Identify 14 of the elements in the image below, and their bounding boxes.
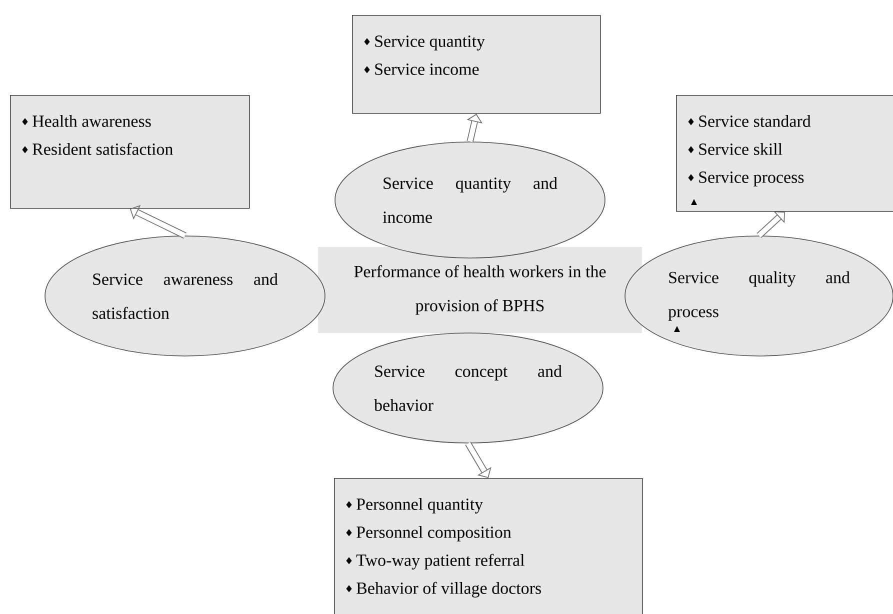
block-arrow bbox=[465, 442, 492, 478]
node-label: Service quality and process bbox=[668, 271, 850, 321]
ellipse-node: Service quality and process bbox=[624, 236, 893, 356]
node-label: Performance of health workers in the provision of BPHS bbox=[354, 265, 606, 315]
block-arrow bbox=[466, 114, 482, 142]
ellipse-node: Service quantity and income bbox=[334, 142, 606, 258]
list-box: Service standard Service skill Service process bbox=[676, 95, 893, 212]
list-box: Health awareness Resident satisfaction bbox=[10, 95, 250, 209]
list-box: Personnel quantity Personnel composition Two-way patient referral Behavior of village doctors bbox=[334, 478, 643, 614]
ellipse-node: Service awareness and satisfaction bbox=[44, 236, 326, 356]
block-arrow bbox=[756, 211, 785, 238]
title-band: Performance of health workers in the provision of BPHS bbox=[318, 247, 642, 333]
list-box: Service quantity Service income bbox=[352, 15, 601, 114]
ellipse-node: Service concept and behavior bbox=[332, 332, 604, 444]
